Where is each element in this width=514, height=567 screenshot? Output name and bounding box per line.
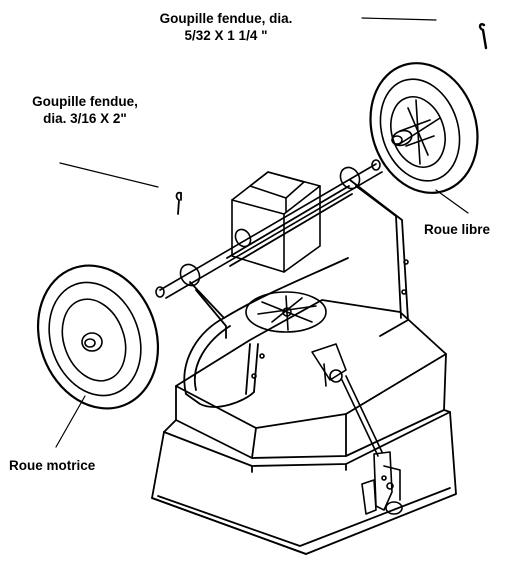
handle-frame <box>183 179 409 408</box>
leader-pin-top <box>361 17 437 21</box>
bolts <box>251 259 409 379</box>
leader-free-wheel <box>435 189 469 214</box>
drive-wheel <box>36 264 160 410</box>
base-housing <box>151 299 457 555</box>
cotter-pin-left-label: Goupille fendue, dia. 3/16 X 2" <box>10 93 160 127</box>
free-wheel-label: Roue libre <box>424 222 491 237</box>
cotter-pin-top-icon <box>478 23 488 50</box>
leader-drive-wheel <box>55 395 86 448</box>
leader-lines <box>55 17 469 448</box>
cotter-pin-top-label: Goupille fendue, dia. 5/32 X 1 1/4 " <box>146 10 306 44</box>
cotter-pin-left-line2: dia. 3/16 X 2" <box>43 111 127 126</box>
blade-assembly <box>245 291 327 333</box>
leader-pin-left <box>59 162 159 188</box>
free-wheel <box>369 62 479 194</box>
cotter-pin-top-line1: Goupille fendue, dia. <box>159 11 293 26</box>
control-linkage <box>311 343 403 515</box>
cotter-pin-top-line2: 5/32 X 1 1/4 " <box>184 28 268 43</box>
axle <box>155 159 383 299</box>
drive-wheel-label: Roue motrice <box>9 458 96 473</box>
cotter-pin-left-line1: Goupille fendue, <box>32 94 138 109</box>
cotter-pin-left-icon <box>175 191 182 215</box>
